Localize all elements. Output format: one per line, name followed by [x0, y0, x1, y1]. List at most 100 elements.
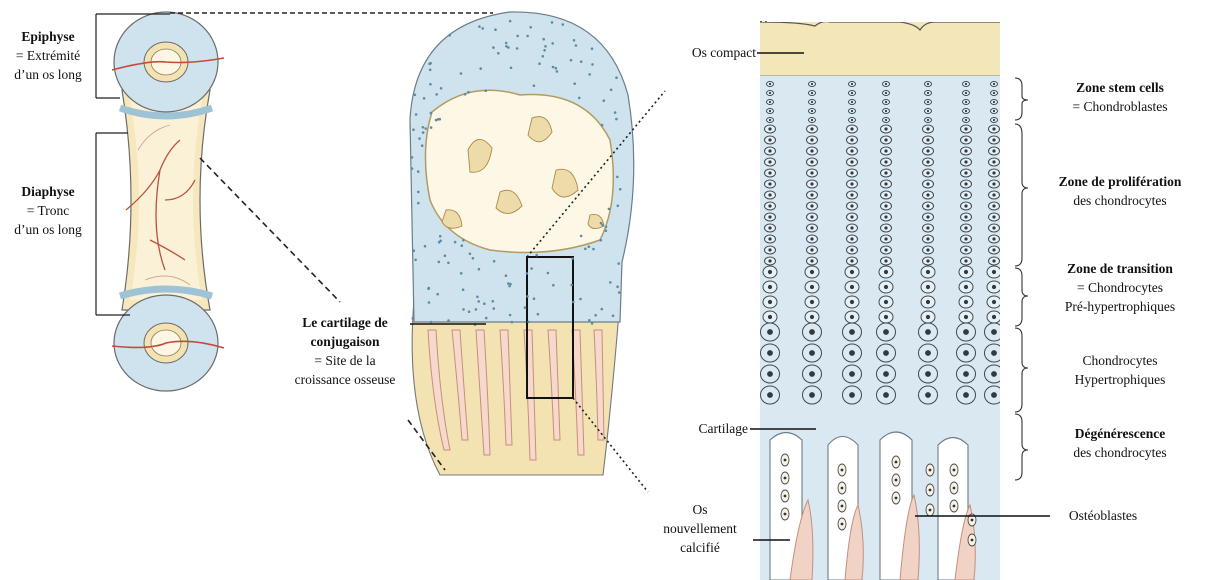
chondrocyte-dot — [542, 38, 545, 41]
chondrocyte-dot — [507, 282, 510, 285]
chondrocyte-nucleus — [850, 204, 853, 207]
chondrocyte-dot — [492, 300, 495, 303]
chondrocyte-nucleus — [964, 204, 967, 207]
osteoblast-nucleus — [784, 477, 787, 480]
chondrocyte-nucleus — [964, 285, 968, 289]
chondrocyte-dot — [575, 44, 578, 47]
chondrocyte-dot — [584, 248, 587, 251]
chondrocyte-dot — [615, 76, 618, 79]
chondrocyte-dot — [573, 39, 576, 42]
osteoblast-nucleus — [953, 505, 956, 508]
chondrocyte-dot — [580, 235, 583, 238]
chondrocyte-dot — [430, 126, 433, 129]
chondrocyte-dot — [555, 67, 558, 70]
chondrocyte-dot — [440, 87, 443, 90]
cartilage-conjugaison-line2: croissance osseuse — [278, 370, 412, 389]
chondrocyte-nucleus — [884, 226, 887, 229]
chondrocyte-nucleus — [992, 300, 996, 304]
chondrocyte-dot — [616, 176, 619, 179]
chondrocyte-nucleus — [810, 215, 813, 218]
chondrocyte-dot — [479, 67, 482, 70]
chondrocyte-nucleus — [768, 204, 771, 207]
chondrocyte-nucleus — [851, 101, 853, 103]
osteoblast-nucleus — [929, 469, 932, 472]
chondrocyte-dot — [601, 308, 604, 311]
chondrocyte-nucleus — [850, 127, 853, 130]
chondrocyte-dot — [494, 28, 497, 31]
zone-transition-line1: = Chondrocytes — [1040, 278, 1200, 297]
osteoblast-nucleus — [895, 461, 898, 464]
chondrocyte-dot — [448, 34, 451, 37]
osteoblast-nucleus — [784, 513, 787, 516]
chondrocyte-nucleus — [926, 237, 929, 240]
chondrocyte-nucleus — [926, 138, 929, 141]
chondrocyte-nucleus — [963, 329, 969, 335]
chondrocyte-dot — [618, 291, 621, 294]
chondrocyte-nucleus — [885, 83, 887, 85]
chondrocyte-dot — [427, 287, 430, 290]
chondrocyte-dot — [439, 235, 442, 238]
chondrocyte-nucleus — [991, 371, 997, 377]
chondrocyte-nucleus — [849, 329, 855, 335]
chondrocyte-dot — [414, 259, 417, 262]
chondrocyte-nucleus — [993, 92, 995, 94]
chondrocyte-dot — [461, 244, 464, 247]
chondrocyte-dot — [462, 308, 465, 311]
chondrocyte-nucleus — [964, 182, 967, 185]
chondrocyte-nucleus — [769, 92, 771, 94]
chondrocyte-nucleus — [851, 110, 853, 112]
chondrocyte-nucleus — [992, 182, 995, 185]
chondrocyte-dot — [447, 262, 450, 265]
chondrocyte-nucleus — [992, 193, 995, 196]
chondrocyte-nucleus — [850, 300, 854, 304]
chondrocyte-nucleus — [767, 350, 773, 356]
osteoblast-nucleus — [895, 497, 898, 500]
chondrocyte-nucleus — [927, 92, 929, 94]
chondrocyte-dot — [535, 254, 538, 257]
chondrocyte-nucleus — [850, 285, 854, 289]
chondrocyte-dot — [417, 170, 420, 173]
chondrocyte-nucleus — [768, 226, 771, 229]
chondrocyte-nucleus — [810, 193, 813, 196]
chondrocyte-nucleus — [768, 215, 771, 218]
chondrocyte-dot — [417, 191, 420, 194]
osteoblast-nucleus — [841, 523, 844, 526]
chondrocyte-dot — [435, 93, 438, 96]
chondrocyte-dot — [492, 46, 495, 49]
chondrocyte-nucleus — [964, 193, 967, 196]
chondrocyte-nucleus — [963, 371, 969, 377]
chondrocyte-nucleus — [884, 204, 887, 207]
chondrocyte-nucleus — [768, 315, 772, 319]
chondrocyte-dot — [551, 42, 554, 45]
chondrocyte-dot — [411, 167, 414, 170]
chondrocyte-dot — [612, 315, 615, 318]
chondrocyte-nucleus — [768, 138, 771, 141]
chondrocyte-nucleus — [810, 127, 813, 130]
chondrocyte-nucleus — [851, 92, 853, 94]
chondrocyte-nucleus — [767, 392, 773, 398]
chondrocyte-dot — [591, 47, 594, 50]
chondrocyte-dot — [608, 208, 611, 211]
osteoblast-nucleus — [929, 489, 932, 492]
chondrocyte-dot — [572, 301, 575, 304]
chondrocyte-nucleus — [767, 371, 773, 377]
chondrocyte-dot — [538, 62, 541, 65]
label-epiphyse: Epiphyse = Extrémité d’un os long — [6, 27, 90, 84]
chondrocyte-nucleus — [964, 149, 967, 152]
chondrocyte-nucleus — [965, 101, 967, 103]
chondrocyte-nucleus — [964, 237, 967, 240]
chondrocyte-dot — [524, 306, 527, 309]
chondrocyte-nucleus — [993, 83, 995, 85]
diaphysis-dashed-line — [200, 158, 340, 302]
chondrocyte-nucleus — [811, 92, 813, 94]
chondrocyte-nucleus — [885, 101, 887, 103]
chondrocyte-dot — [591, 63, 594, 66]
chondrocyte-dot — [526, 35, 529, 38]
chondrocyte-nucleus — [811, 110, 813, 112]
chondrocyte-dot — [462, 239, 465, 242]
chondrocyte-dot — [424, 245, 427, 248]
chondrocyte-nucleus — [884, 160, 887, 163]
chondrocyte-dot — [505, 45, 508, 48]
chondrocyte-nucleus — [992, 215, 995, 218]
zone-stem-cells-line1: = Chondroblastes — [1040, 97, 1200, 116]
